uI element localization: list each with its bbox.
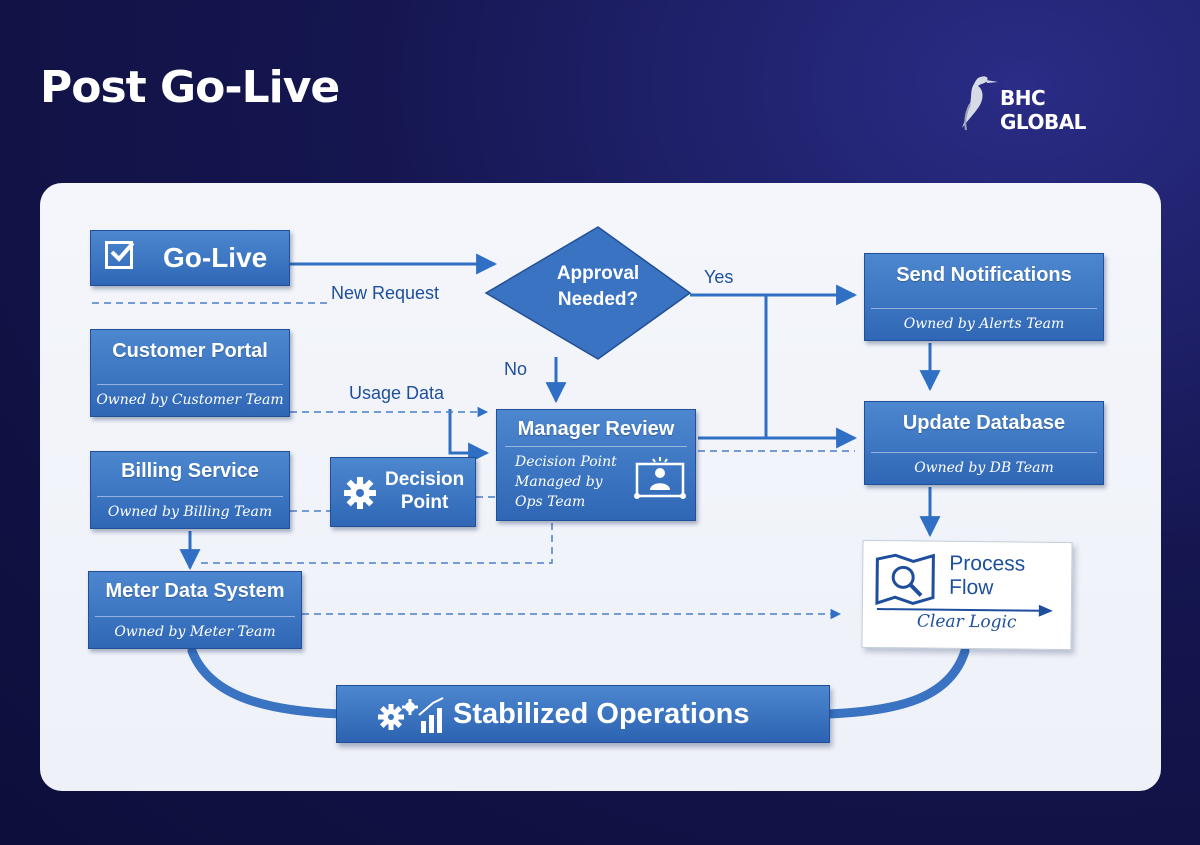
process-flow-subtitle: Clear Logic xyxy=(916,611,1017,633)
meter-data-node: Meter Data System Owned by Meter Team xyxy=(88,571,302,649)
stabilized-operations-node: Stabilized Operations xyxy=(336,685,830,743)
approval-label: Approval Needed? xyxy=(556,263,640,310)
manager-review-title: Manager Review xyxy=(517,418,675,440)
go-live-label: Go-Live xyxy=(163,242,268,273)
gears-chart-icon xyxy=(378,697,444,733)
edge-label-yes: Yes xyxy=(704,267,734,287)
send-notifications-title: Send Notifications xyxy=(896,264,1072,286)
update-database-title: Update Database xyxy=(902,412,1066,434)
gear-icon xyxy=(344,477,376,509)
update-database-node: Update Database Owned by DB Team xyxy=(864,401,1104,485)
process-flow-title: Process Flow xyxy=(948,551,1026,600)
curve-right-stabilized xyxy=(823,646,970,719)
edge-label-usage-data: Usage Data xyxy=(349,383,445,403)
meter-data-title: Meter Data System xyxy=(105,580,285,602)
send-notifications-node: Send Notifications Owned by Alerts Team xyxy=(864,253,1104,341)
meter-data-owner: Owned by Meter Team xyxy=(89,616,301,648)
update-database-owner: Owned by DB Team xyxy=(865,452,1103,484)
customer-portal-title: Customer Portal xyxy=(112,340,268,362)
connector-lines xyxy=(92,226,970,719)
edge-label-new-request: New Request xyxy=(331,283,440,303)
diagram-card: Approval Needed? Yes No New Request Usag… xyxy=(40,183,1161,791)
dash-manager-meter xyxy=(200,523,553,564)
customer-portal-node: Customer Portal Owned by Customer Team xyxy=(90,329,290,417)
billing-service-title: Billing Service xyxy=(121,460,259,482)
approval-diamond xyxy=(484,226,692,360)
manager-review-details: Decision Point Managed by Ops Team xyxy=(515,454,617,510)
page-title: Post Go-Live xyxy=(40,62,340,113)
edge-label-no: No xyxy=(504,359,528,379)
manager-review-node: Manager Review Decision Point Managed by… xyxy=(496,409,696,521)
customer-portal-owner: Owned by Customer Team xyxy=(91,384,289,416)
map-search-icon xyxy=(875,553,935,606)
stabilized-operations-label: Stabilized Operations xyxy=(453,698,750,730)
decision-point-label: Decision Point xyxy=(385,469,465,513)
billing-service-owner: Owned by Billing Team xyxy=(91,496,289,528)
go-live-node: Go-Live xyxy=(90,230,290,286)
billing-service-node: Billing Service Owned by Billing Team xyxy=(90,451,290,529)
manager-presentation-icon xyxy=(634,457,686,499)
heron-icon xyxy=(962,76,998,131)
checkbox-icon xyxy=(105,241,134,269)
brand-name: BHC GLOBAL xyxy=(1000,86,1086,134)
process-flow-arrow xyxy=(876,604,1053,617)
curve-left-stabilized xyxy=(187,646,345,719)
arrow-bracket-manager xyxy=(448,409,490,464)
brand-logo: BHC GLOBAL xyxy=(956,72,1136,134)
process-flow-node: Process Flow Clear Logic xyxy=(861,539,1073,651)
decision-point-node: Decision Point xyxy=(330,457,476,527)
send-notifications-owner: Owned by Alerts Team xyxy=(865,308,1103,340)
